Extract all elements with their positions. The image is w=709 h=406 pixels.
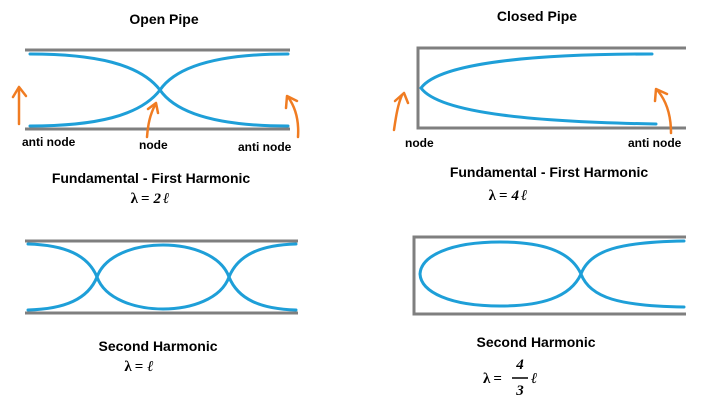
closed-node-arrow <box>392 93 404 132</box>
open-fundamental-wave-upper <box>28 52 290 93</box>
open-right-antinode-arrowhead <box>284 94 299 110</box>
open-right-antinode-label: anti node <box>238 140 292 154</box>
closed-second-numerator: 4 <box>515 357 524 373</box>
closed-pipe-walls <box>416 46 686 130</box>
closed-pipe-fundamental: node anti node Fundamental - First Harmo… <box>392 46 686 204</box>
open-second-wave-lower <box>26 272 298 312</box>
open-node-arrow <box>145 103 157 139</box>
closed-antinode-arrow <box>656 89 673 135</box>
open-second-equation: λ=ℓ <box>124 359 153 375</box>
open-right-antinode-arrow <box>286 95 300 139</box>
closed-pipe-title: Closed Pipe <box>497 8 577 24</box>
closed-second-caption: Second Harmonic <box>476 334 595 350</box>
open-left-antinode-label: anti node <box>22 135 76 149</box>
open-pipe-second-harmonic: Second Harmonic λ=ℓ <box>25 239 298 375</box>
open-node-arrowhead <box>146 101 160 115</box>
closed-antinode-label: anti node <box>628 136 682 150</box>
open-second-wave-upper <box>26 242 298 282</box>
closed-pipe-second-harmonic: Second Harmonic λ= 4 3 ℓ <box>412 235 686 399</box>
closed-fundamental-wave <box>419 52 658 126</box>
closed-second-lambda: λ= <box>483 371 502 387</box>
open-fundamental-wave-lower <box>28 87 290 128</box>
closed-fundamental-caption: Fundamental - First Harmonic <box>450 164 649 180</box>
closed-second-denominator: 3 <box>515 383 524 399</box>
open-pipe-fundamental: anti node node anti node Fundamental - F… <box>11 48 300 207</box>
closed-second-equation: λ= 4 3 ℓ <box>483 357 537 399</box>
closed-node-label: node <box>405 136 434 150</box>
open-pipe-title: Open Pipe <box>129 11 198 27</box>
open-fundamental-caption: Fundamental - First Harmonic <box>52 170 251 186</box>
closed-antinode-arrowhead <box>653 87 669 103</box>
closed-second-length: ℓ <box>531 371 537 387</box>
closed-node-arrowhead <box>393 91 410 105</box>
open-second-caption: Second Harmonic <box>98 338 217 354</box>
closed-pipe2-walls <box>412 235 686 316</box>
closed-second-wave <box>418 239 686 309</box>
open-node-label: node <box>139 138 168 152</box>
open-left-antinode-arrowhead <box>11 85 28 99</box>
